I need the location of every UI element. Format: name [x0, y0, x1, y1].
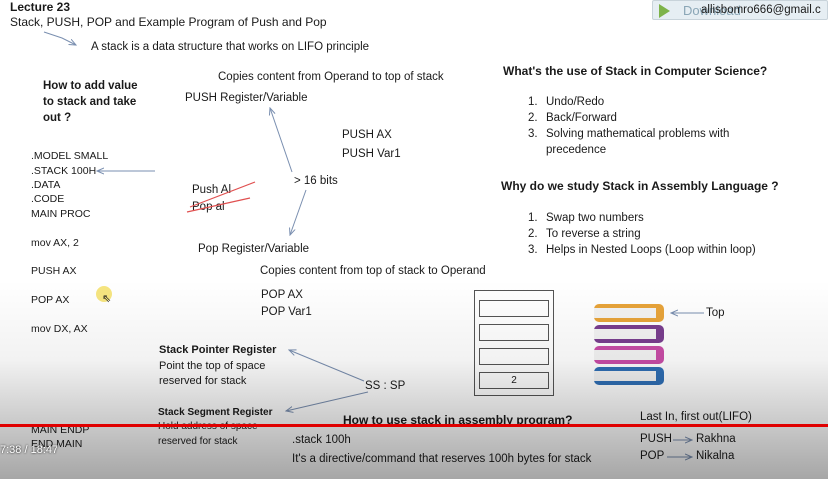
arrow-definition [43, 31, 76, 45]
stack-slot [479, 300, 549, 317]
why-heading: Why do we study Stack in Assembly Langua… [501, 179, 779, 193]
lifo-push-word: Rakhna [696, 433, 736, 445]
ss-sp-label: SS : SP [365, 380, 406, 392]
code-line: .DATA [31, 179, 61, 191]
how-to-line-2: to stack and take [43, 96, 137, 108]
book-pages [594, 371, 656, 381]
ss-desc-2: reserved for stack [158, 436, 238, 447]
uses-heading: What's the use of Stack in Computer Scie… [503, 64, 768, 78]
video-timecode: 7:38 / 18:47 [0, 444, 59, 456]
sp-title: Stack Pointer Register [159, 344, 277, 356]
top-label: Top [706, 307, 725, 319]
lecture-number: Lecture 23 [10, 0, 71, 14]
download-badge[interactable]: Download allisbomro666@gmail.c [652, 0, 828, 20]
cursor-highlight [96, 286, 112, 302]
book-pages [594, 329, 656, 339]
lifo-pop: POP [640, 450, 665, 462]
pop-copies-text: Copies content from top of stack to Oper… [260, 265, 486, 277]
email-text: allisbomro666@gmail.c [701, 4, 821, 16]
code-push-ax: PUSH AX [31, 265, 77, 277]
directive-code: .stack 100h [292, 434, 351, 446]
bits-note: > 16 bits [294, 175, 338, 187]
list-item: 2.Back/Forward [528, 112, 617, 124]
ss-title: Stack Segment Register [158, 407, 273, 418]
mouse-pointer-icon: ⇖ [102, 293, 112, 305]
download-label: Download [683, 3, 741, 18]
push-copies-text: Copies content from Operand to top of st… [218, 71, 444, 83]
code-end-main: END MAIN [31, 438, 83, 450]
list-item: 1.Undo/Redo [528, 96, 605, 108]
list-item: 2.To reverse a string [528, 228, 641, 240]
how-to-line-1: How to add value [43, 80, 138, 92]
stack-definition: A stack is a data structure that works o… [91, 41, 370, 53]
cross-line-1 [189, 181, 256, 208]
arrow-to-push [270, 108, 293, 173]
play-icon [659, 4, 670, 18]
video-progress-bar[interactable] [0, 424, 828, 427]
arrow-ss-sp-to-ss [286, 391, 369, 411]
cross-line-2 [186, 197, 251, 213]
how-use-heading: How to use stack in assembly program? [343, 413, 573, 427]
code-pop-ax: POP AX [31, 294, 70, 306]
pop-example-1: POP AX [261, 289, 303, 301]
lifo-pop-word: Nikalna [696, 450, 735, 462]
how-to-line-3: out ? [43, 112, 72, 124]
arrow-ss-sp-to-sp [289, 350, 365, 382]
code-line: MAIN PROC [31, 208, 91, 220]
list-item: 3.Solving mathematical problems with pre… [528, 128, 730, 156]
code-mov-dx: mov DX, AX [31, 323, 88, 335]
uses-list: 1.Undo/Redo 2.Back/Forward 3.Solving mat… [528, 94, 788, 158]
code-line: .CODE [31, 193, 65, 205]
pop-syntax: Pop Register/Variable [198, 243, 310, 255]
sp-desc-2: reserved for stack [159, 375, 247, 387]
book-pages [594, 308, 656, 318]
push-syntax: PUSH Register/Variable [185, 92, 308, 104]
sp-desc-1: Point the top of space [159, 360, 266, 372]
directive-explain: It's a directive/command that reserves 1… [292, 453, 592, 465]
stack-slot-value: 2 [479, 372, 549, 389]
book-pages [594, 350, 656, 360]
stack-slot [479, 348, 549, 365]
list-item: 1.Swap two numbers [528, 212, 644, 224]
code-line: .MODEL SMALL [31, 150, 109, 162]
lifo-push: PUSH [640, 433, 672, 445]
lecture-title: Stack, PUSH, POP and Example Program of … [10, 15, 327, 29]
arrow-to-pop [290, 189, 307, 235]
list-item: 3.Helps in Nested Loops (Loop within loo… [528, 244, 756, 256]
pop-example-2: POP Var1 [261, 306, 312, 318]
why-list: 1.Swap two numbers 2.To reverse a string… [528, 210, 808, 258]
code-mov-ax: mov AX, 2 [31, 237, 79, 249]
books-stack-icon [594, 304, 664, 385]
push-example-2: PUSH Var1 [342, 148, 401, 160]
code-main-endp: MAIN ENDP [31, 424, 90, 436]
lifo-label: Last In, first out(LIFO) [640, 411, 752, 423]
code-line: .STACK 100H [31, 165, 97, 177]
push-example-1: PUSH AX [342, 129, 392, 141]
wrong-push-al: Push Al [192, 184, 231, 196]
stack-slot [479, 324, 549, 341]
